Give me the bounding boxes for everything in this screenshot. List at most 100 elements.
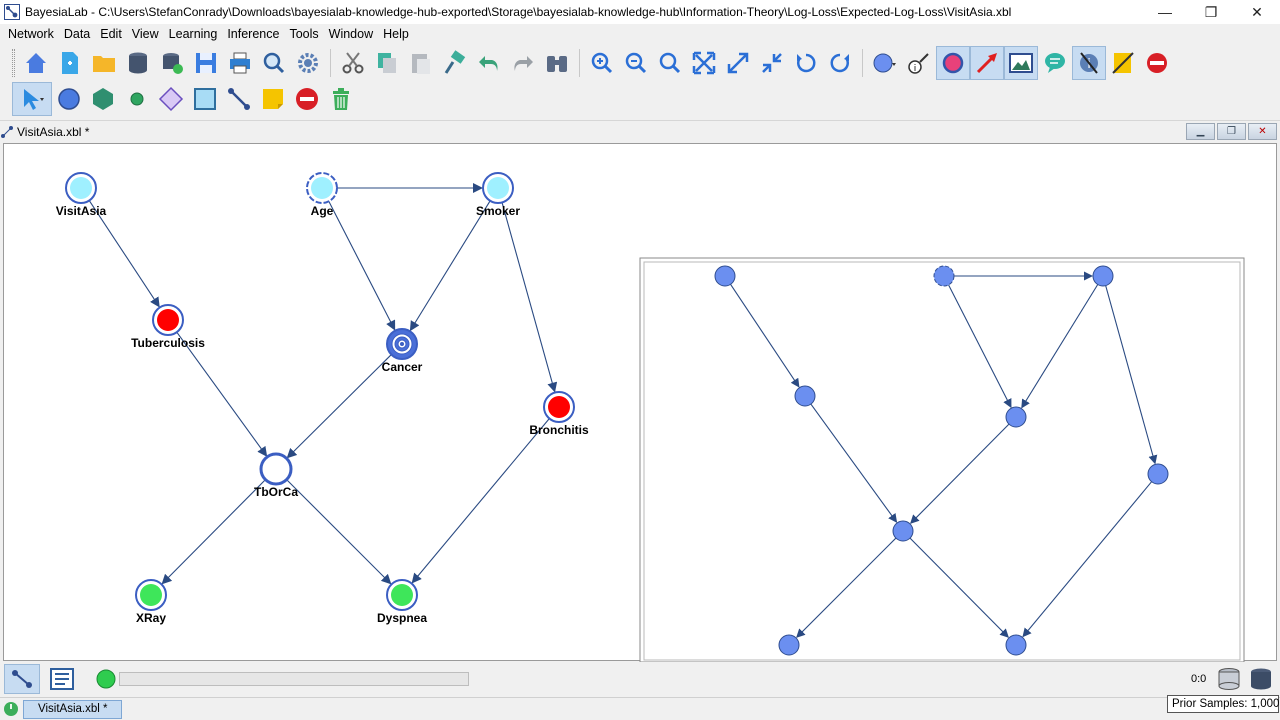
inference-indicator[interactable]: [88, 664, 124, 694]
find-button[interactable]: [540, 46, 574, 80]
restore-button[interactable]: ❐: [1204, 3, 1218, 20]
comment-button[interactable]: [1038, 46, 1072, 80]
node-info-button[interactable]: i: [902, 46, 936, 80]
delete-button[interactable]: [324, 82, 358, 116]
arc-smoker-to-bronchitis[interactable]: [501, 202, 558, 393]
node-smoker[interactable]: [482, 172, 514, 204]
network-graph[interactable]: [4, 144, 1278, 663]
prior-database-icon[interactable]: [1216, 666, 1242, 692]
preview-button[interactable]: [257, 46, 291, 80]
arc-display-toggle[interactable]: [970, 46, 1004, 80]
node-xray[interactable]: [135, 579, 167, 611]
arc-tborca-to-xray[interactable]: [796, 537, 897, 638]
node-age[interactable]: [306, 172, 338, 204]
hide-monitors-button[interactable]: [1140, 46, 1174, 80]
contract-button[interactable]: [755, 46, 789, 80]
overview-panel[interactable]: [639, 257, 1245, 663]
zoom-out-button[interactable]: [619, 46, 653, 80]
arc-smoker-to-bronchitis[interactable]: [1105, 285, 1158, 465]
database-button[interactable]: [121, 46, 155, 80]
menu-network[interactable]: Network: [8, 27, 54, 41]
arc-bronchitis-to-dyspnea[interactable]: [1022, 481, 1153, 638]
doc-restore-button[interactable]: ❐: [1217, 123, 1246, 140]
node-creation-button[interactable]: [52, 82, 86, 116]
arc-creation-button[interactable]: [222, 82, 256, 116]
arc-tuberculosis-to-tborca[interactable]: [810, 403, 898, 523]
node-cancer[interactable]: [386, 328, 418, 360]
format-painter-button[interactable]: [438, 46, 472, 80]
arc-cancer-to-tborca[interactable]: [286, 354, 392, 459]
undo-button[interactable]: [472, 46, 506, 80]
database-status-icon[interactable]: [1248, 666, 1274, 692]
print-button[interactable]: [223, 46, 257, 80]
menu-tools[interactable]: Tools: [289, 27, 319, 41]
constraint-node-button[interactable]: [120, 82, 154, 116]
arc-smoker-to-cancer[interactable]: [409, 200, 491, 332]
arc-cancer-to-tborca[interactable]: [910, 423, 1010, 524]
deletion-mode-button[interactable]: [290, 82, 324, 116]
menu-help[interactable]: Help: [383, 27, 409, 41]
arc-tborca-to-dyspnea[interactable]: [286, 479, 392, 585]
document-tab[interactable]: VisitAsia.xbl *: [23, 699, 123, 719]
copy-button[interactable]: [370, 46, 404, 80]
menu-learning[interactable]: Learning: [168, 27, 218, 41]
close-button[interactable]: ✕: [1251, 3, 1263, 20]
hide-info-toggle[interactable]: i: [1072, 46, 1106, 80]
class-node-button[interactable]: [188, 82, 222, 116]
utility-node-button[interactable]: [154, 82, 188, 116]
arc-age-to-cancer[interactable]: [328, 201, 396, 331]
arc-tuberculosis-to-tborca[interactable]: [176, 331, 268, 457]
note-creation-button[interactable]: [256, 82, 290, 116]
new-network-button[interactable]: [53, 46, 87, 80]
settings-button[interactable]: [291, 46, 325, 80]
minimize-button[interactable]: —: [1158, 4, 1172, 20]
rotate-left-button[interactable]: [789, 46, 823, 80]
redo-button[interactable]: [506, 46, 540, 80]
node-tuberculosis[interactable]: [152, 304, 184, 336]
database-refresh-button[interactable]: [155, 46, 189, 80]
node-display-toggle[interactable]: [936, 46, 970, 80]
paste-button[interactable]: [404, 46, 438, 80]
arc-visitasia-to-tuberculosis[interactable]: [88, 200, 160, 308]
menu-inference[interactable]: Inference: [227, 27, 280, 41]
arc-smoker-to-cancer[interactable]: [1021, 284, 1099, 409]
arc-age-to-cancer[interactable]: [948, 284, 1012, 409]
zoom-in-button[interactable]: [585, 46, 619, 80]
menu-data[interactable]: Data: [63, 27, 91, 41]
node-bronchitis[interactable]: [543, 391, 575, 423]
graph-mode-button[interactable]: [4, 664, 40, 694]
open-button[interactable]: [87, 46, 121, 80]
node-dyspnea[interactable]: [386, 579, 418, 611]
selection-tool-button[interactable]: [12, 82, 52, 116]
power-icon: [4, 702, 18, 716]
fit-window-button[interactable]: [687, 46, 721, 80]
validation-mode-button[interactable]: [44, 664, 80, 694]
decision-node-button[interactable]: [86, 82, 120, 116]
arc-visitasia-to-tuberculosis[interactable]: [730, 284, 800, 388]
home-button[interactable]: [19, 46, 53, 80]
arc-tborca-to-dyspnea[interactable]: [909, 537, 1009, 638]
arc-bronchitis-to-dyspnea[interactable]: [411, 418, 550, 584]
database-icon: [129, 52, 147, 74]
rotate-right-button[interactable]: [823, 46, 857, 80]
image-display-toggle[interactable]: [1004, 46, 1038, 80]
cut-button[interactable]: [336, 46, 370, 80]
hide-notes-button[interactable]: [1106, 46, 1140, 80]
menu-edit[interactable]: Edit: [100, 27, 122, 41]
node-tborca[interactable]: [259, 452, 293, 486]
node-label-age: Age: [310, 204, 334, 218]
menu-view[interactable]: View: [131, 27, 159, 41]
doc-close-button[interactable]: ✕: [1248, 123, 1277, 140]
toolbar-grip[interactable]: [12, 49, 15, 77]
paste-icon: [412, 54, 430, 74]
node-visitasia[interactable]: [65, 172, 97, 204]
arc-tborca-to-xray[interactable]: [161, 479, 266, 585]
expand-button[interactable]: [721, 46, 755, 80]
zoom-reset-button[interactable]: [653, 46, 687, 80]
menu-window[interactable]: Window: [328, 27, 374, 41]
doc-minimize-button[interactable]: ▁: [1186, 123, 1215, 140]
save-button[interactable]: [189, 46, 223, 80]
database-refresh-icon: [163, 53, 183, 74]
node-style-button[interactable]: [868, 46, 902, 80]
